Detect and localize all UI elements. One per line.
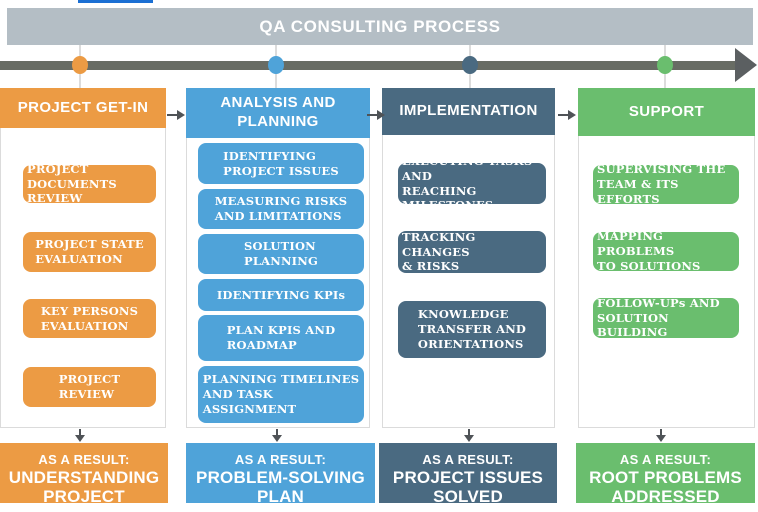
column-header-label: IMPLEMENTATION <box>399 102 538 120</box>
timeline-dot <box>462 56 478 74</box>
process-step-label: IDENTIFYING KPIs <box>216 287 346 302</box>
title-bar: QA CONSULTING PROCESS <box>7 8 753 45</box>
process-step-label: PROJECT DOCUMENTS REVIEW <box>27 161 117 206</box>
column-implementation: IMPLEMENTATION EXECUTING TASKS AND REACH… <box>382 88 555 428</box>
flow-arrow-right-icon <box>558 110 576 120</box>
column-header: IMPLEMENTATION <box>382 88 555 135</box>
process-step: SUPERVISING THE TEAM & ITS EFFORTS <box>593 162 739 206</box>
page-title: QA CONSULTING PROCESS <box>259 16 501 36</box>
column-header: ANALYSIS AND PLANNING <box>186 88 370 138</box>
result-label: UNDERSTANDING PROJECT SITUATION <box>8 468 160 512</box>
result-label: PROBLEM-SOLVING PLAN <box>196 468 365 507</box>
process-step-label: KNOWLEDGE TRANSFER AND ORIENTATIONS <box>417 307 527 351</box>
column-header: SUPPORT <box>578 88 755 136</box>
column-project-get-in: PROJECT GET-IN PROJECT DOCUMENTS REVIEW … <box>0 88 166 428</box>
process-step: PROJECT DOCUMENTS REVIEW <box>23 162 156 205</box>
process-step-label: PLANNING TIMELINES AND TASK ASSIGNMENT <box>202 372 360 416</box>
process-step: TRACKING CHANGES & RISKS <box>398 229 546 274</box>
process-step: EXECUTING TASKS AND REACHING MILESTONES <box>398 154 546 212</box>
column-support: SUPPORT SUPERVISING THE TEAM & ITS EFFOR… <box>578 88 755 428</box>
result-prefix: AS A RESULT: <box>619 452 712 467</box>
timeline-arrowhead-icon <box>735 48 757 82</box>
process-step: FOLLOW-UPs AND SOLUTION BUILDING <box>593 295 739 340</box>
process-step: PROJECT STATE EVALUATION <box>23 232 156 272</box>
column-analysis-and-planning: ANALYSIS AND PLANNING IDENTIFYING PROJEC… <box>186 88 370 428</box>
process-step-label: FOLLOW-UPs AND SOLUTION BUILDING <box>597 295 720 340</box>
result-box-problem-solving-plan: AS A RESULT: PROBLEM-SOLVING PLAN <box>186 443 375 507</box>
result-label: PROJECT ISSUES SOLVED <box>392 468 544 507</box>
process-step: PLAN KPIS AND ROADMAP <box>198 315 364 361</box>
timeline-dot <box>268 56 284 74</box>
process-step-label: EXECUTING TASKS AND REACHING MILESTONES <box>402 153 533 213</box>
process-step-label: MEASURING RISKS AND LIMITATIONS <box>214 194 348 223</box>
timeline-dot <box>72 56 88 74</box>
flow-arrow-down-icon <box>656 429 666 442</box>
process-step: KEY PERSONS EVALUATION <box>23 299 156 338</box>
process-step: PLANNING TIMELINES AND TASK ASSIGNMENT <box>198 366 364 423</box>
process-step-label: IDENTIFYING PROJECT ISSUES <box>223 148 339 178</box>
flow-arrow-down-icon <box>464 429 474 442</box>
process-step-label: PROJECT STATE EVALUATION <box>35 237 144 266</box>
process-step: MEASURING RISKS AND LIMITATIONS <box>198 189 364 229</box>
column-header-label: PROJECT GET-IN <box>17 98 149 116</box>
result-label: ROOT PROBLEMS ADDRESSED <box>589 468 742 507</box>
flow-arrow-down-icon <box>272 429 282 442</box>
result-prefix: AS A RESULT: <box>422 452 514 467</box>
process-step-label: KEY PERSONS EVALUATION <box>40 303 139 333</box>
process-step: IDENTIFYING PROJECT ISSUES <box>198 143 364 184</box>
result-box-understanding-project-situation: AS A RESULT: UNDERSTANDING PROJECT SITUA… <box>0 443 168 512</box>
process-step: MAPPING PROBLEMS TO SOLUTIONS <box>593 229 739 273</box>
process-step: KNOWLEDGE TRANSFER AND ORIENTATIONS <box>398 301 546 358</box>
process-step-label: PROJECT REVIEW <box>58 372 121 401</box>
flow-arrow-down-icon <box>75 429 85 442</box>
process-step: SOLUTION PLANNING <box>198 234 364 274</box>
process-step-label: SOLUTION PLANNING <box>244 239 318 268</box>
process-step: IDENTIFYING KPIs <box>198 279 364 311</box>
column-header-label: ANALYSIS AND PLANNING <box>220 94 336 130</box>
column-header: PROJECT GET-IN <box>0 88 166 128</box>
top-accent-strip <box>78 0 153 3</box>
process-step: PROJECT REVIEW <box>23 367 156 407</box>
process-step-label: TRACKING CHANGES & RISKS <box>402 229 476 274</box>
timeline-line <box>0 61 737 70</box>
process-step-label: PLAN KPIS AND ROADMAP <box>226 323 336 352</box>
result-box-project-issues-solved: AS A RESULT: PROJECT ISSUES SOLVED <box>379 443 557 507</box>
process-step-label: MAPPING PROBLEMS TO SOLUTIONS <box>597 229 701 273</box>
result-box-root-problems-addressed: AS A RESULT: ROOT PROBLEMS ADDRESSED <box>576 443 755 507</box>
column-header-label: SUPPORT <box>628 102 705 120</box>
process-step-label: SUPERVISING THE TEAM & ITS EFFORTS <box>597 162 726 206</box>
result-prefix: AS A RESULT: <box>234 452 327 467</box>
result-prefix: AS A RESULT: <box>38 452 130 467</box>
timeline-dot <box>657 56 673 74</box>
flow-arrow-right-icon <box>367 110 385 120</box>
flow-arrow-right-icon <box>167 110 185 120</box>
